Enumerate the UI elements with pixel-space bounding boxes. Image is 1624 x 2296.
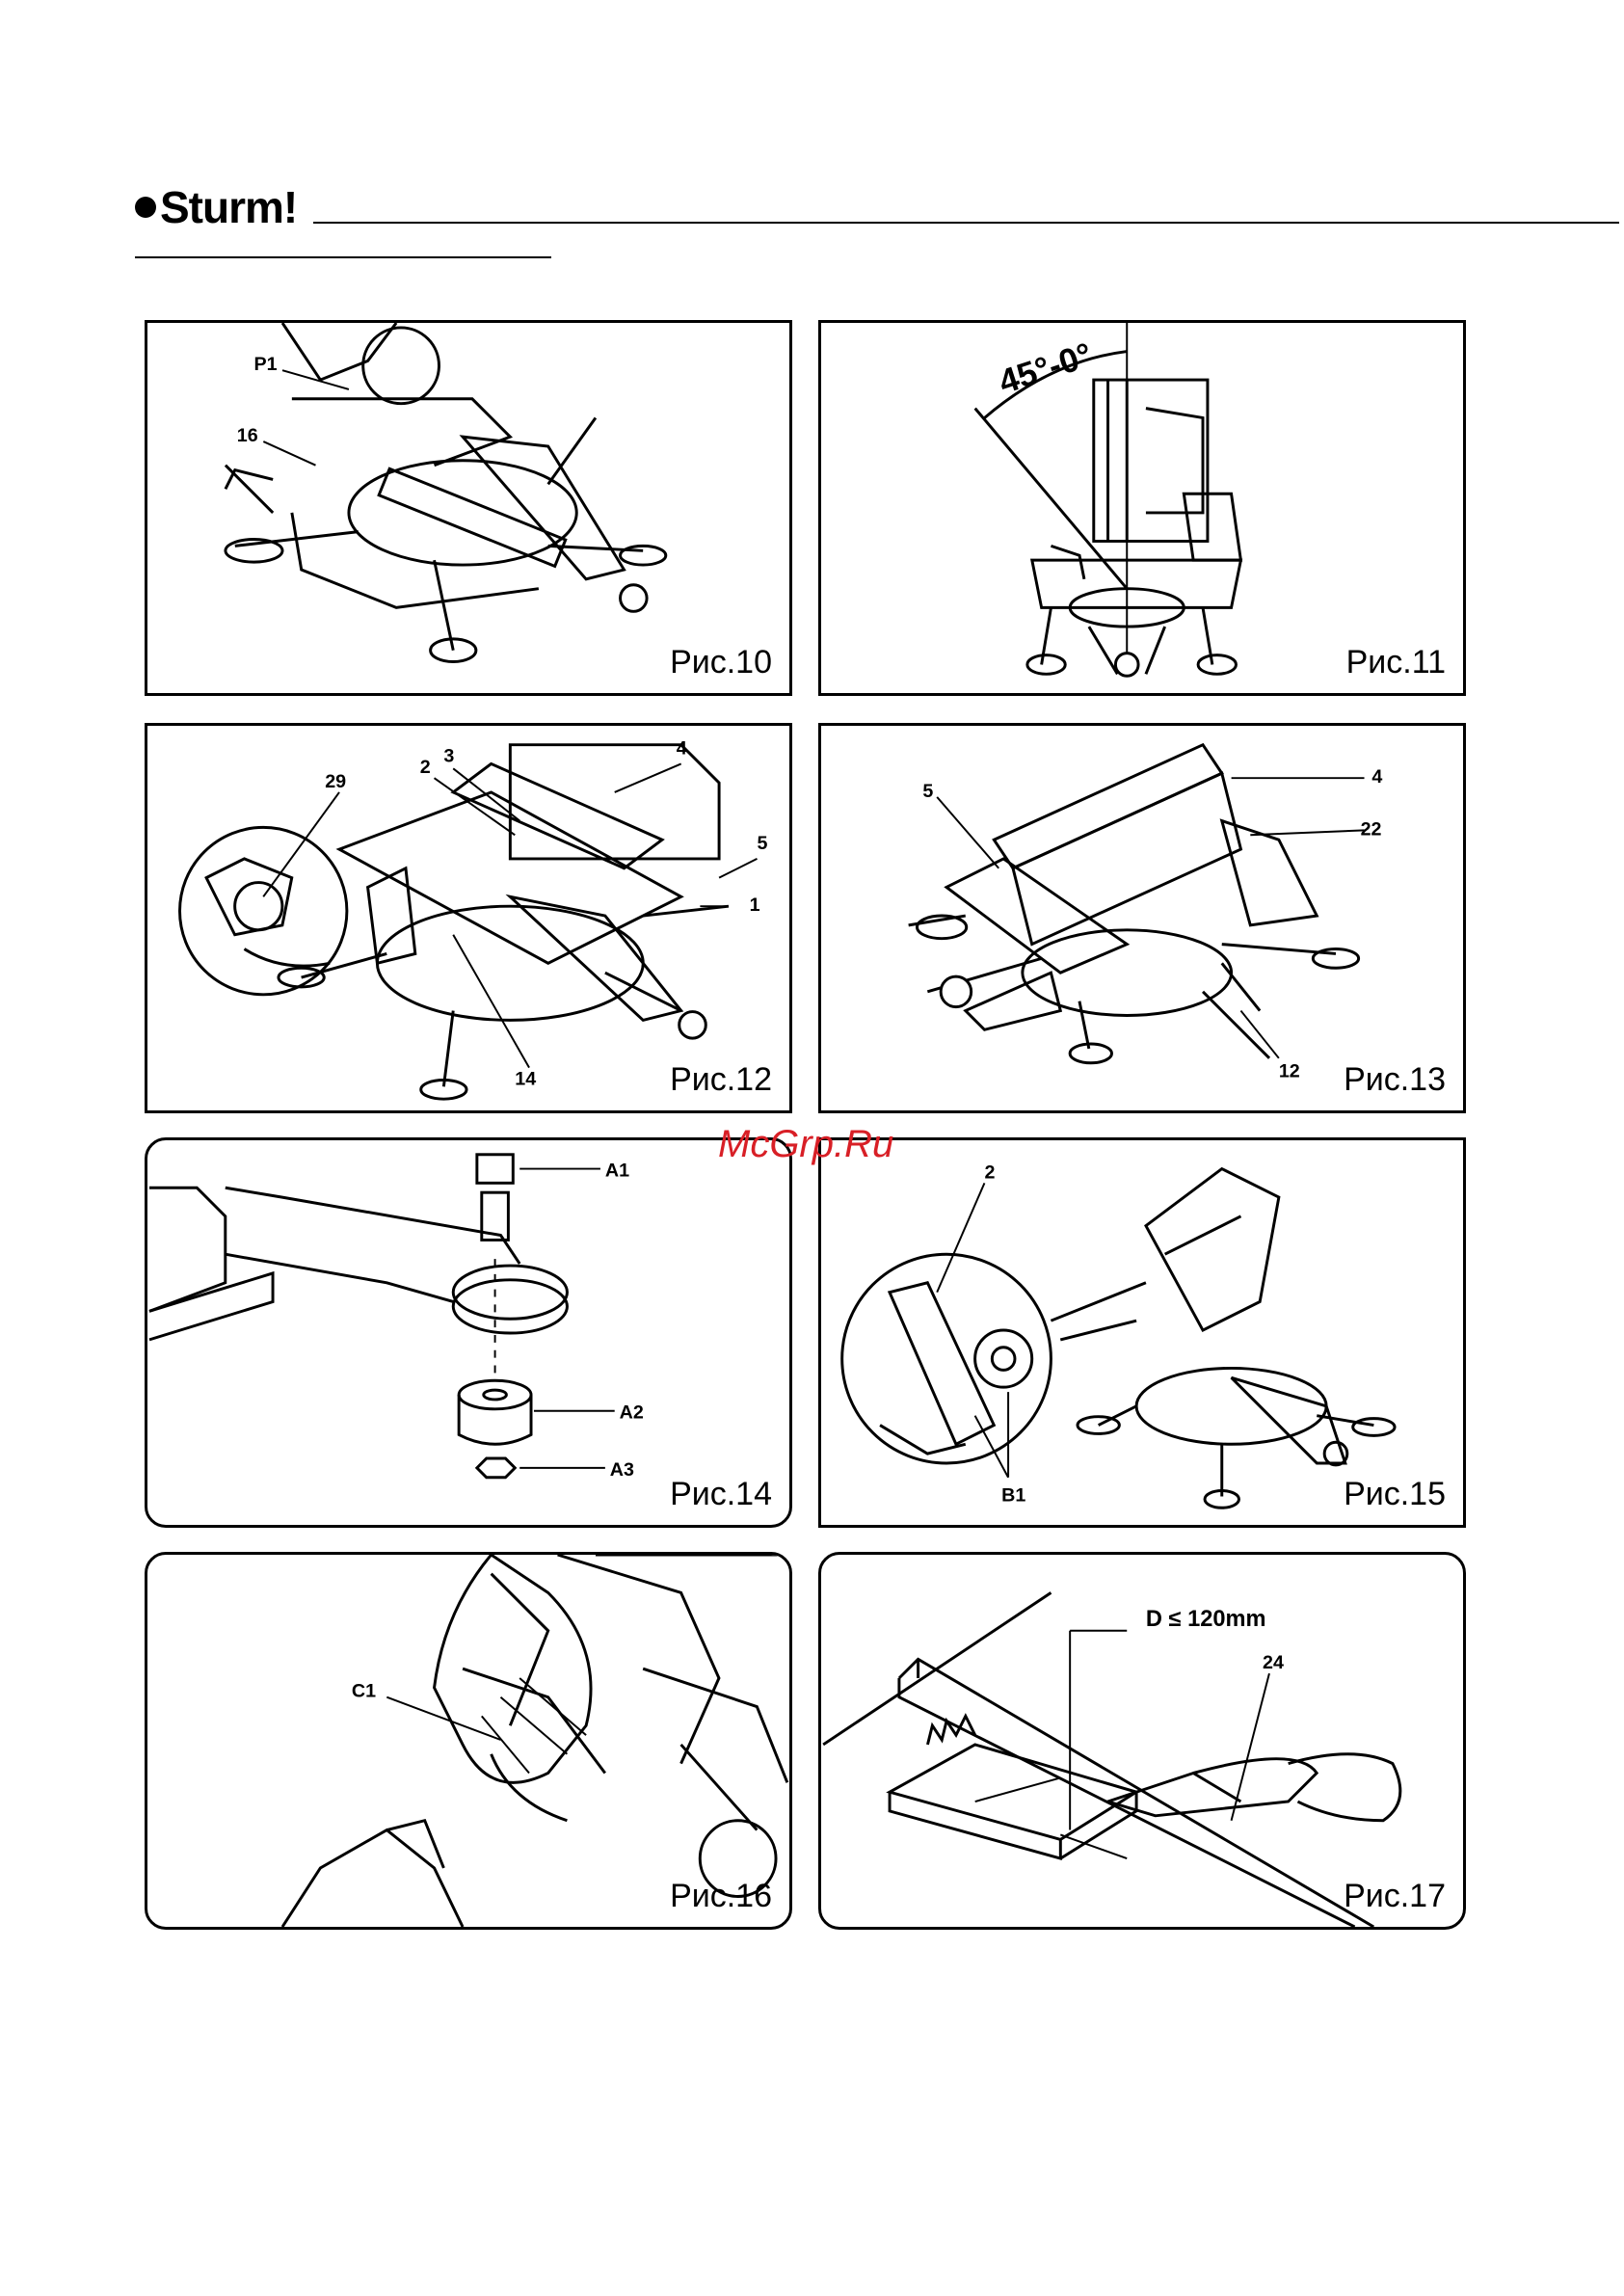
sub-rule — [135, 256, 551, 258]
label-16: 16 — [237, 425, 258, 446]
figure-17: D ≤ 120mm 24 Рис.17 — [818, 1552, 1466, 1930]
figure-17-drawing: D ≤ 120mm 24 — [821, 1555, 1463, 1927]
figure-11-drawing: 45°-0° — [821, 323, 1463, 693]
watermark: McGrp.Ru — [718, 1123, 893, 1166]
header-rule — [313, 222, 1619, 224]
figure-13: 5 4 22 12 Рис.13 — [818, 723, 1466, 1113]
label-29: 29 — [325, 771, 346, 792]
label-a3: A3 — [610, 1459, 634, 1481]
label-2: 2 — [984, 1161, 995, 1183]
figure-12-drawing: 29 2 3 4 5 1 14 — [147, 726, 789, 1110]
label-2: 2 — [420, 757, 431, 778]
figure-10-caption: Рис.10 — [670, 644, 772, 681]
figure-10-drawing: P1 16 — [147, 323, 789, 693]
figure-14-caption: Рис.14 — [670, 1476, 772, 1513]
label-5: 5 — [922, 781, 933, 802]
label-24: 24 — [1263, 1652, 1284, 1673]
label-4: 4 — [677, 738, 687, 760]
page-header: Sturm! — [135, 178, 1484, 236]
label-d: D ≤ 120mm — [1146, 1607, 1266, 1632]
label-5: 5 — [757, 833, 767, 854]
label-a2: A2 — [620, 1402, 644, 1424]
figure-11-caption: Рис.11 — [1346, 644, 1446, 681]
figure-16-caption: Рис.16 — [670, 1878, 772, 1915]
figure-15: 2 B1 Рис.15 — [818, 1137, 1466, 1528]
label-12: 12 — [1279, 1061, 1300, 1082]
brand-name: Sturm! — [160, 181, 297, 233]
figure-16-drawing: C1 — [147, 1555, 789, 1927]
figure-14: A1 A2 A3 Рис.14 — [145, 1137, 792, 1528]
figure-16: C1 Рис.16 — [145, 1552, 792, 1930]
label-4: 4 — [1371, 766, 1382, 788]
figure-10: P1 16 Рис.10 — [145, 320, 792, 696]
logo-dot — [135, 197, 156, 218]
label-22: 22 — [1361, 818, 1382, 840]
figure-11: 45°-0° Рис.11 — [818, 320, 1466, 696]
label-c1: C1 — [352, 1681, 376, 1702]
label-a1: A1 — [605, 1160, 629, 1181]
brand-logo: Sturm! — [135, 178, 297, 236]
figure-15-drawing: 2 B1 — [821, 1140, 1463, 1525]
figure-15-caption: Рис.15 — [1344, 1476, 1446, 1513]
label-1: 1 — [750, 894, 760, 916]
figure-14-drawing: A1 A2 A3 — [147, 1140, 789, 1525]
figure-17-caption: Рис.17 — [1344, 1878, 1446, 1915]
label-angle: 45°-0° — [994, 335, 1097, 402]
label-3: 3 — [443, 745, 454, 766]
figure-13-drawing: 5 4 22 12 — [821, 726, 1463, 1110]
figure-12: 29 2 3 4 5 1 14 Рис.12 — [145, 723, 792, 1113]
figure-13-caption: Рис.13 — [1344, 1061, 1446, 1099]
figure-12-caption: Рис.12 — [670, 1061, 772, 1099]
label-p1: P1 — [253, 354, 277, 375]
label-b1: B1 — [1001, 1484, 1025, 1506]
label-14: 14 — [515, 1068, 536, 1089]
